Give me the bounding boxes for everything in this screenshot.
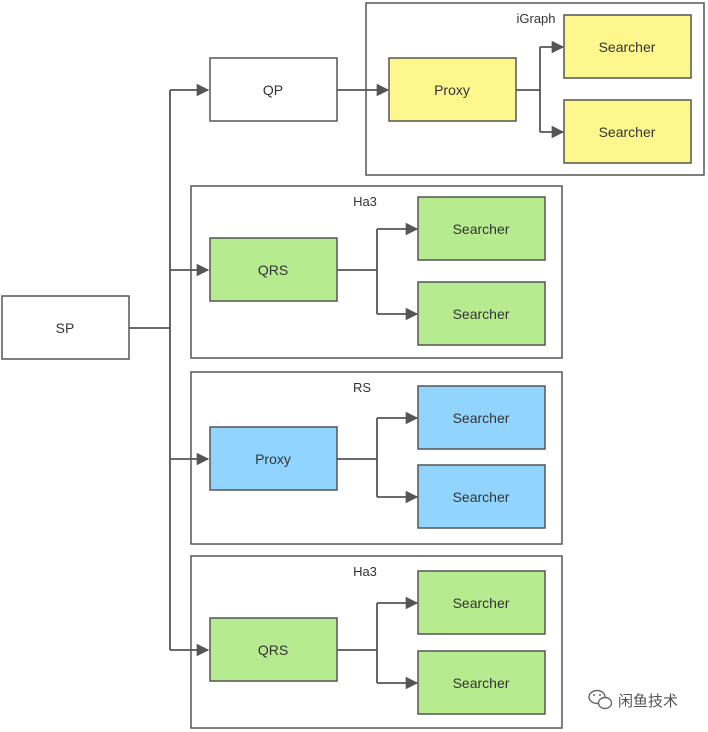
igraph-searcher-label-2: Searcher (599, 124, 656, 140)
sp-node-label: SP (56, 320, 75, 336)
igraph-searcher-label-1: Searcher (599, 39, 656, 55)
rs-searcher-node-2[interactable] (417, 464, 546, 529)
rs-searcher-label-2: Searcher (453, 489, 510, 505)
igraph-fanout-line (516, 47, 541, 132)
rs-fanout-line (337, 418, 378, 497)
ha3-1-qrs-node[interactable] (209, 237, 338, 302)
sp-node[interactable] (1, 295, 130, 360)
wechat-icon (588, 689, 613, 710)
ha3-2-searcher-node-1[interactable] (417, 570, 546, 635)
watermark-text: 闲鱼技术 (618, 692, 678, 710)
ha3-2-searcher-label-2: Searcher (453, 675, 510, 691)
rs-group-title: RS (353, 380, 371, 395)
igraph-searcher-node-1[interactable] (563, 14, 692, 79)
ha3-group-2-title: Ha3 (353, 564, 377, 579)
ha3-2-fanout-line (337, 603, 378, 683)
ha3-2-qrs-node[interactable] (209, 617, 338, 682)
rs-proxy-node[interactable] (209, 426, 338, 491)
ha3-2-searcher-label-1: Searcher (453, 595, 510, 611)
igraph-searcher-node-2[interactable] (563, 99, 692, 164)
ha3-2-qrs-label: QRS (258, 642, 288, 658)
rs-proxy-label: Proxy (255, 451, 291, 467)
ha3-1-searcher-node-1[interactable] (417, 196, 546, 261)
ha3-group-1-title: Ha3 (353, 194, 377, 209)
qp-node-label: QP (263, 82, 283, 98)
qp-node[interactable] (209, 57, 338, 122)
ha3-1-qrs-label: QRS (258, 262, 288, 278)
ha3-1-searcher-label-1: Searcher (453, 221, 510, 237)
rs-searcher-node-1[interactable] (417, 385, 546, 450)
igraph-proxy-node[interactable] (388, 57, 517, 122)
ha3-1-searcher-label-2: Searcher (453, 306, 510, 322)
ha3-2-searcher-node-2[interactable] (417, 650, 546, 715)
rs-searcher-label-1: Searcher (453, 410, 510, 426)
ha3-1-fanout-line (337, 229, 378, 314)
ha3-1-searcher-node-2[interactable] (417, 281, 546, 346)
igraph-proxy-label: Proxy (434, 82, 470, 98)
igraph-group-title: iGraph (516, 11, 555, 26)
